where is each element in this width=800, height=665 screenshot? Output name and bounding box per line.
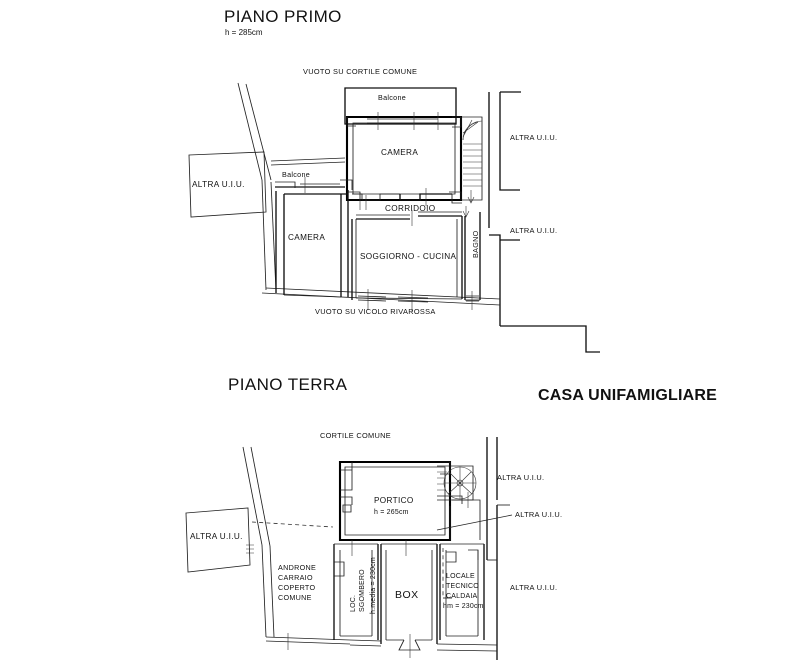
upper-staircase [462,116,483,218]
ground-altra-right-1-label: ALTRA U.I.U. [497,473,544,482]
upper-context-top-label: VUOTO SU CORTILE COMUNE [303,67,417,76]
ground-altra-left-block: ALTRA U.I.U. [185,507,254,573]
upper-balcone-left-label: Balcone [282,170,310,179]
ground-right-boundary [486,437,510,660]
ground-floor-title: PIANO TERRA [228,375,348,394]
ground-bottom-boundary-2 [349,644,498,652]
upper-floor-title: PIANO PRIMO [224,7,342,26]
ground-altra-right-2-label: ALTRA U.I.U. [515,510,562,519]
upper-corridoio-label: CORRIDOIO [385,204,435,213]
ground-altra-right-3-label: ALTRA U.I.U. [510,583,557,592]
upper-floor-group: PIANO PRIMO h = 285cm VUOTO SU CORTILE C… [188,7,600,353]
upper-balcone-top: Balcone [344,87,457,125]
upper-camera-top-label: CAMERA [381,148,418,157]
upper-camera-left-label: CAMERA [288,233,325,242]
ground-box: BOX [380,540,438,658]
ground-altra-right-2-leader [436,514,513,531]
house-title: CASA UNIFAMIGLIARE [538,387,717,404]
upper-floor-height-note: h = 285cm [225,28,263,37]
ground-context-top-label: CORTILE COMUNE [320,431,391,440]
ground-left-sloped-walls [242,446,351,650]
ground-locale-tecnico-height-note: hm = 230cm [443,603,484,610]
ground-bottom-boundary [349,639,498,646]
upper-altra-right-2-label: ALTRA U.I.U. [510,226,557,235]
ground-loc-sgombero: LOC. SGOMBERO h.media = 230cm [333,540,379,640]
upper-balcone-top-label: Balcone [378,93,406,102]
upper-soggiorno-cucina: SOGGIORNO - CUCINA [351,216,463,311]
ground-altra-left-label: ALTRA U.I.U. [190,532,243,541]
ground-androne-line-4: COMUNE [278,593,312,602]
ground-portico: PORTICO h = 265cm [338,460,452,542]
upper-bagno-label: BAGNO [471,230,480,258]
upper-altra-left-block: ALTRA U.I.U. [188,151,267,218]
ground-loc-sgombero-label-2: SGOMBERO [359,569,366,612]
upper-right-boundary [488,91,600,353]
upper-camera-left: CAMERA [275,190,349,298]
ground-projection-dashed-line [251,521,334,528]
upper-balcone-left: Balcone [270,157,353,193]
upper-camera-top: CAMERA [345,112,463,202]
ground-loc-sgombero-height-note: h.media = 230cm [370,557,377,614]
ground-locale-tecnico: LOCALE TECNICO CALDAIA hm = 230cm [439,543,485,640]
upper-altra-right-1-label: ALTRA U.I.U. [510,133,557,142]
ground-locale-tecnico-line-1: LOCALE [446,573,475,580]
ground-androne-line-3: COPERTO [278,583,315,592]
ground-locale-tecnico-line-3: CALDAIA [446,593,477,600]
ground-loc-sgombero-label-1: LOC. [350,595,357,612]
ground-box-label: BOX [395,589,419,601]
ground-portico-label: PORTICO [374,496,414,505]
ground-floor-group: PIANO TERRA CASA UNIFAMIGLIARE CORTILE C… [185,375,717,660]
upper-soggiorno-label: SOGGIORNO - CUCINA [360,252,457,261]
upper-bagno: BAGNO [464,212,481,310]
upper-altra-left-label: ALTRA U.I.U. [192,180,245,189]
ground-androne: ANDRONE CARRAIO COPERTO COMUNE [278,563,316,602]
upper-context-bottom-label: VUOTO SU VICOLO RIVAROSSA [315,307,436,316]
ground-androne-line-2: CARRAIO [278,573,313,582]
ground-portico-height-note: h = 265cm [374,509,409,516]
ground-androne-line-1: ANDRONE [278,563,316,572]
ground-staircase [437,465,481,540]
ground-locale-tecnico-line-2: TECNICO [446,583,479,590]
upper-left-sloped-walls [237,82,501,306]
upper-corridoio: CORRIDOIO [352,188,462,226]
